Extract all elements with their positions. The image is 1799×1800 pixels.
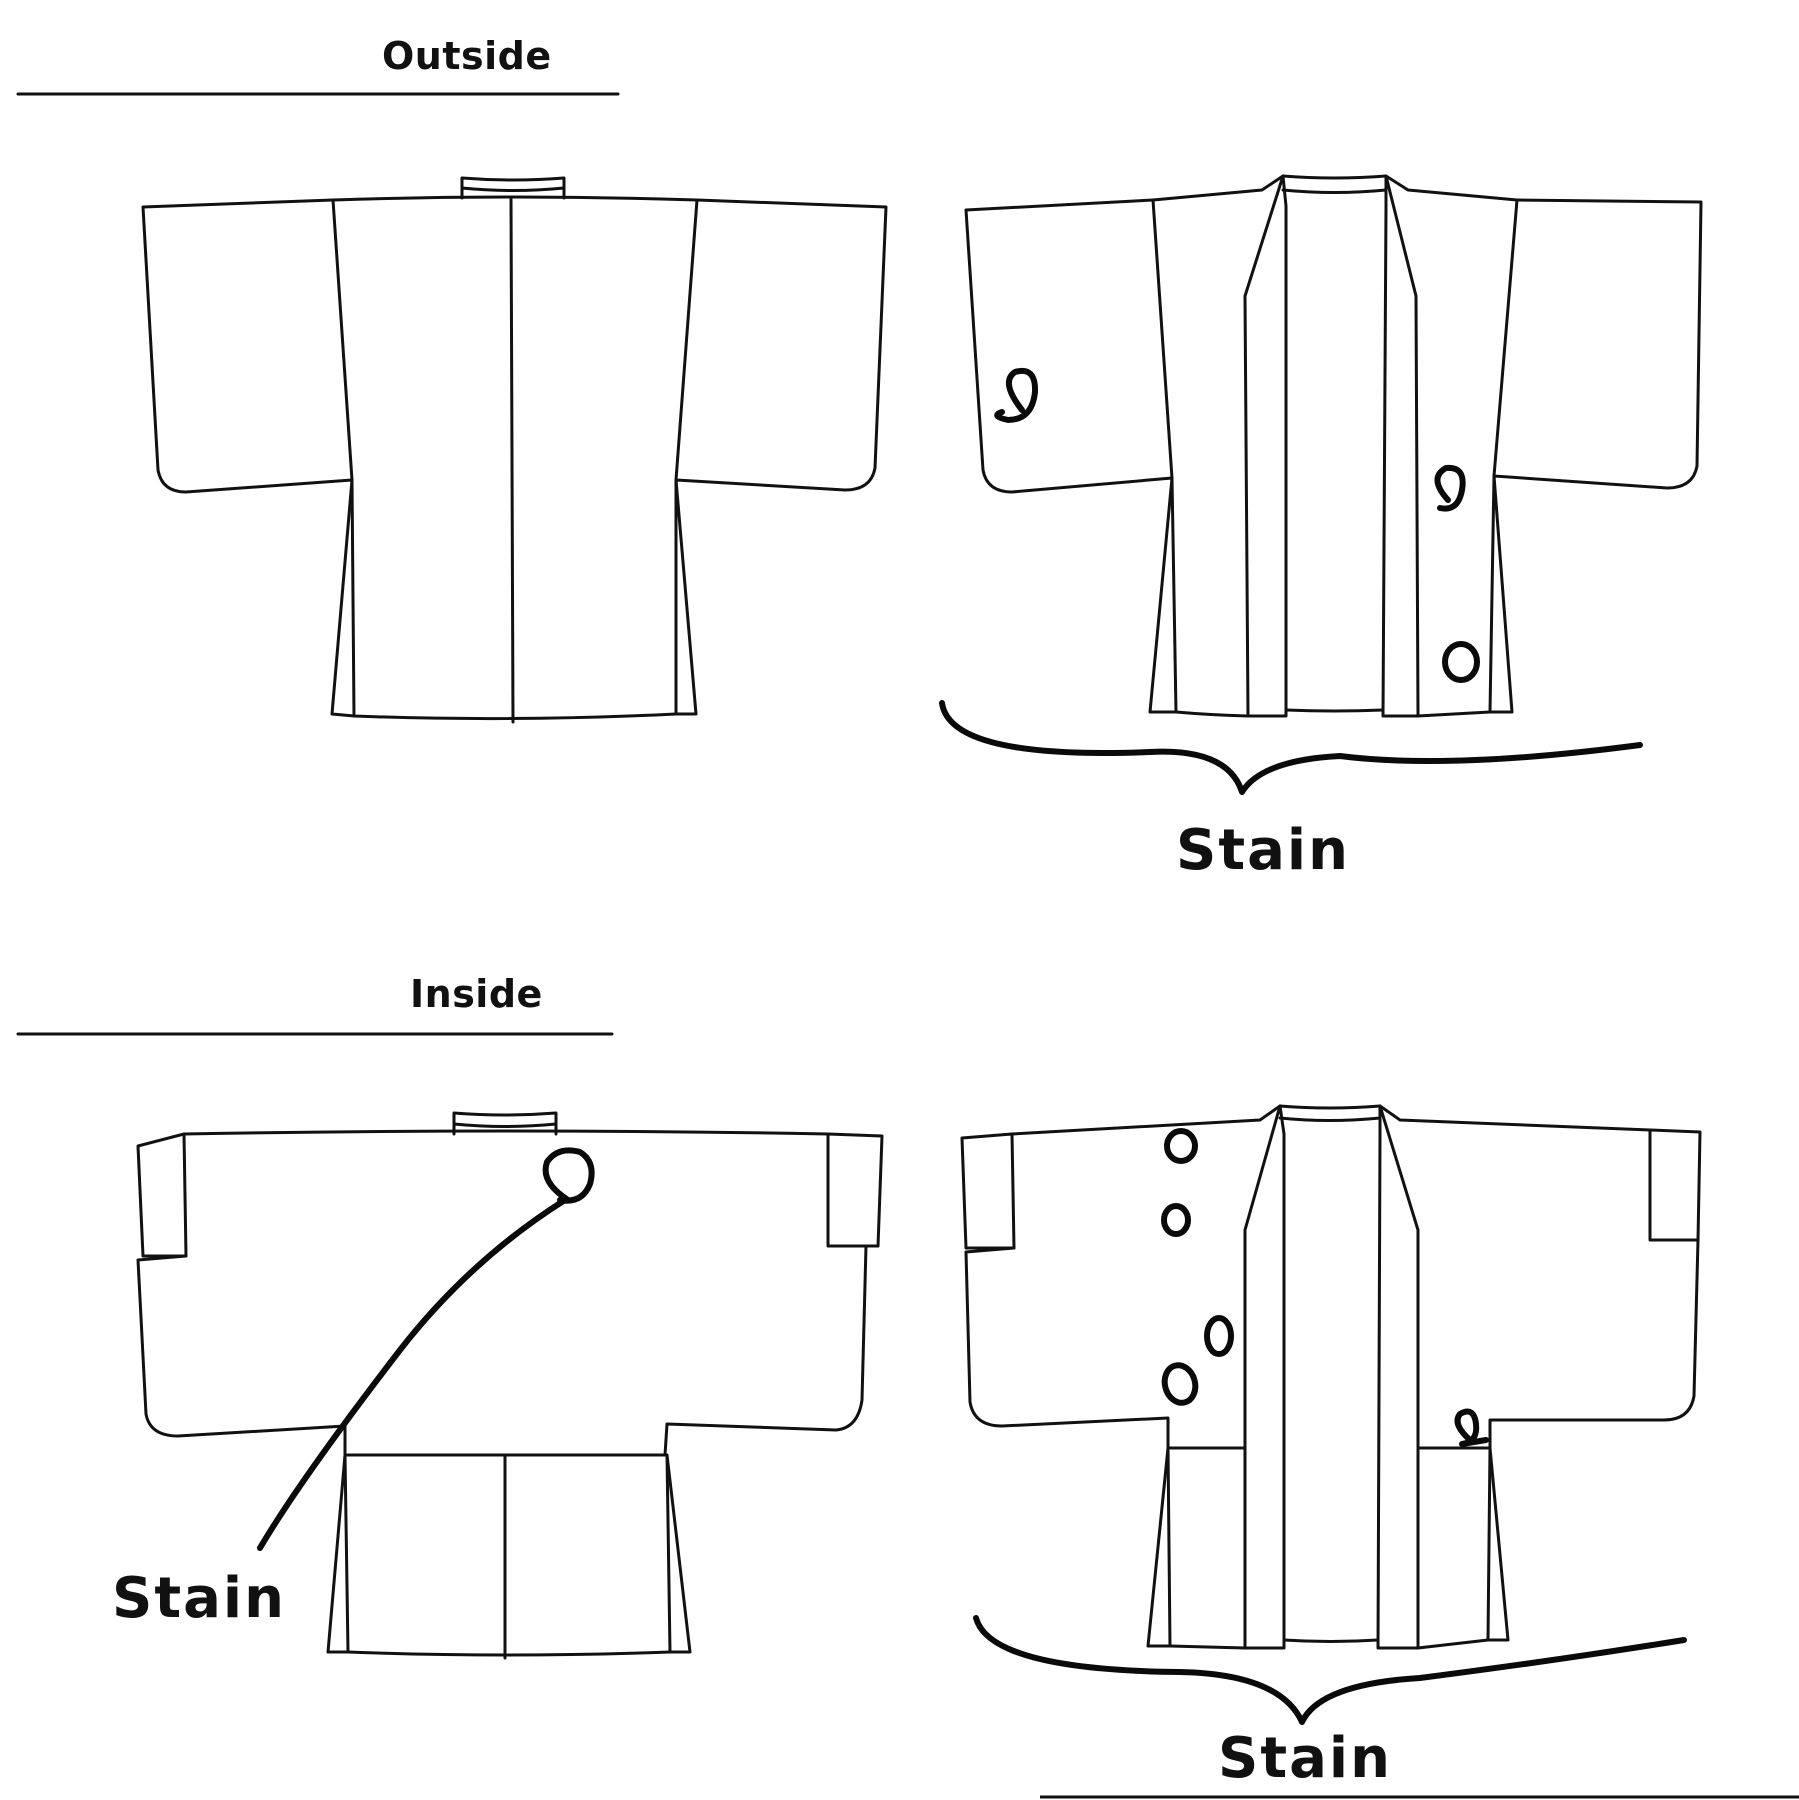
stain-mark bbox=[994, 368, 1039, 423]
stain-brace bbox=[973, 1615, 1687, 1725]
left-lapel bbox=[1151, 174, 1288, 718]
left-sleeve bbox=[141, 198, 354, 494]
right-gusset-line bbox=[1488, 474, 1496, 714]
stain-mark bbox=[1164, 1128, 1198, 1164]
right-lining-body bbox=[1416, 1238, 1700, 1450]
haori-inside-back bbox=[136, 1111, 884, 1660]
left-lining-body bbox=[964, 1246, 1247, 1450]
left-sleeve bbox=[964, 198, 1174, 494]
left-sleeve-tab bbox=[960, 1132, 1016, 1250]
left-lower-panel bbox=[1146, 1446, 1247, 1650]
left-gusset-line bbox=[343, 1453, 350, 1654]
left-sleeve-tab bbox=[136, 1132, 188, 1258]
left-hem bbox=[1174, 710, 1250, 718]
stain-mark bbox=[1442, 641, 1480, 683]
right-front-outline bbox=[1416, 198, 1519, 718]
lower-panel bbox=[326, 1453, 692, 1657]
stain-mark bbox=[1454, 1408, 1489, 1447]
right-sleeve bbox=[1492, 198, 1703, 490]
stain-label-inside-back: Stain bbox=[112, 1566, 286, 1631]
right-gusset-line bbox=[665, 1453, 672, 1654]
stain-leader-line bbox=[257, 1197, 568, 1551]
right-sleeve-tab bbox=[1648, 1128, 1702, 1242]
inner-hem bbox=[1282, 1638, 1380, 1643]
stain-label-inside-front: Stain bbox=[1218, 1726, 1392, 1791]
left-front-outline bbox=[1148, 198, 1178, 714]
collar bbox=[1281, 174, 1388, 194]
right-lapel bbox=[1381, 174, 1519, 718]
stain-mark bbox=[1434, 464, 1466, 512]
top-edge-right bbox=[1378, 1104, 1652, 1132]
collar bbox=[460, 176, 566, 200]
haori-inside-front bbox=[960, 1104, 1702, 1725]
lining-body bbox=[136, 1244, 880, 1457]
body-outline bbox=[330, 198, 699, 721]
right-lapel bbox=[1376, 1104, 1420, 1650]
stain-label-outside-front: Stain bbox=[1176, 818, 1350, 883]
right-sleeve bbox=[674, 198, 888, 492]
center-back-seam bbox=[509, 196, 515, 724]
stain-mark bbox=[542, 1147, 595, 1204]
right-lower-panel bbox=[1416, 1446, 1510, 1650]
collar bbox=[452, 1111, 558, 1136]
right-gusset-line bbox=[1486, 1446, 1492, 1642]
collar bbox=[1278, 1104, 1382, 1122]
haori-outside-front bbox=[939, 174, 1703, 795]
inside-heading: Inside bbox=[410, 972, 543, 1016]
top-edge bbox=[182, 1129, 830, 1136]
left-gusset-line bbox=[1170, 476, 1178, 714]
outside-heading: Outside bbox=[382, 34, 552, 78]
right-sleeve-tab bbox=[826, 1132, 884, 1248]
stain-brace bbox=[939, 700, 1643, 795]
haori-outside-back bbox=[141, 176, 888, 724]
shoulder-line bbox=[331, 195, 699, 202]
inner-hem bbox=[1284, 708, 1385, 713]
stain-mark bbox=[1161, 1203, 1191, 1237]
left-lapel bbox=[1243, 1104, 1286, 1650]
left-gusset-line bbox=[1166, 1446, 1172, 1648]
top-edge-left bbox=[1010, 1104, 1282, 1136]
stain-mark bbox=[1161, 1362, 1199, 1406]
left-gusset-line bbox=[350, 478, 356, 718]
stain-mark bbox=[1204, 1315, 1234, 1357]
